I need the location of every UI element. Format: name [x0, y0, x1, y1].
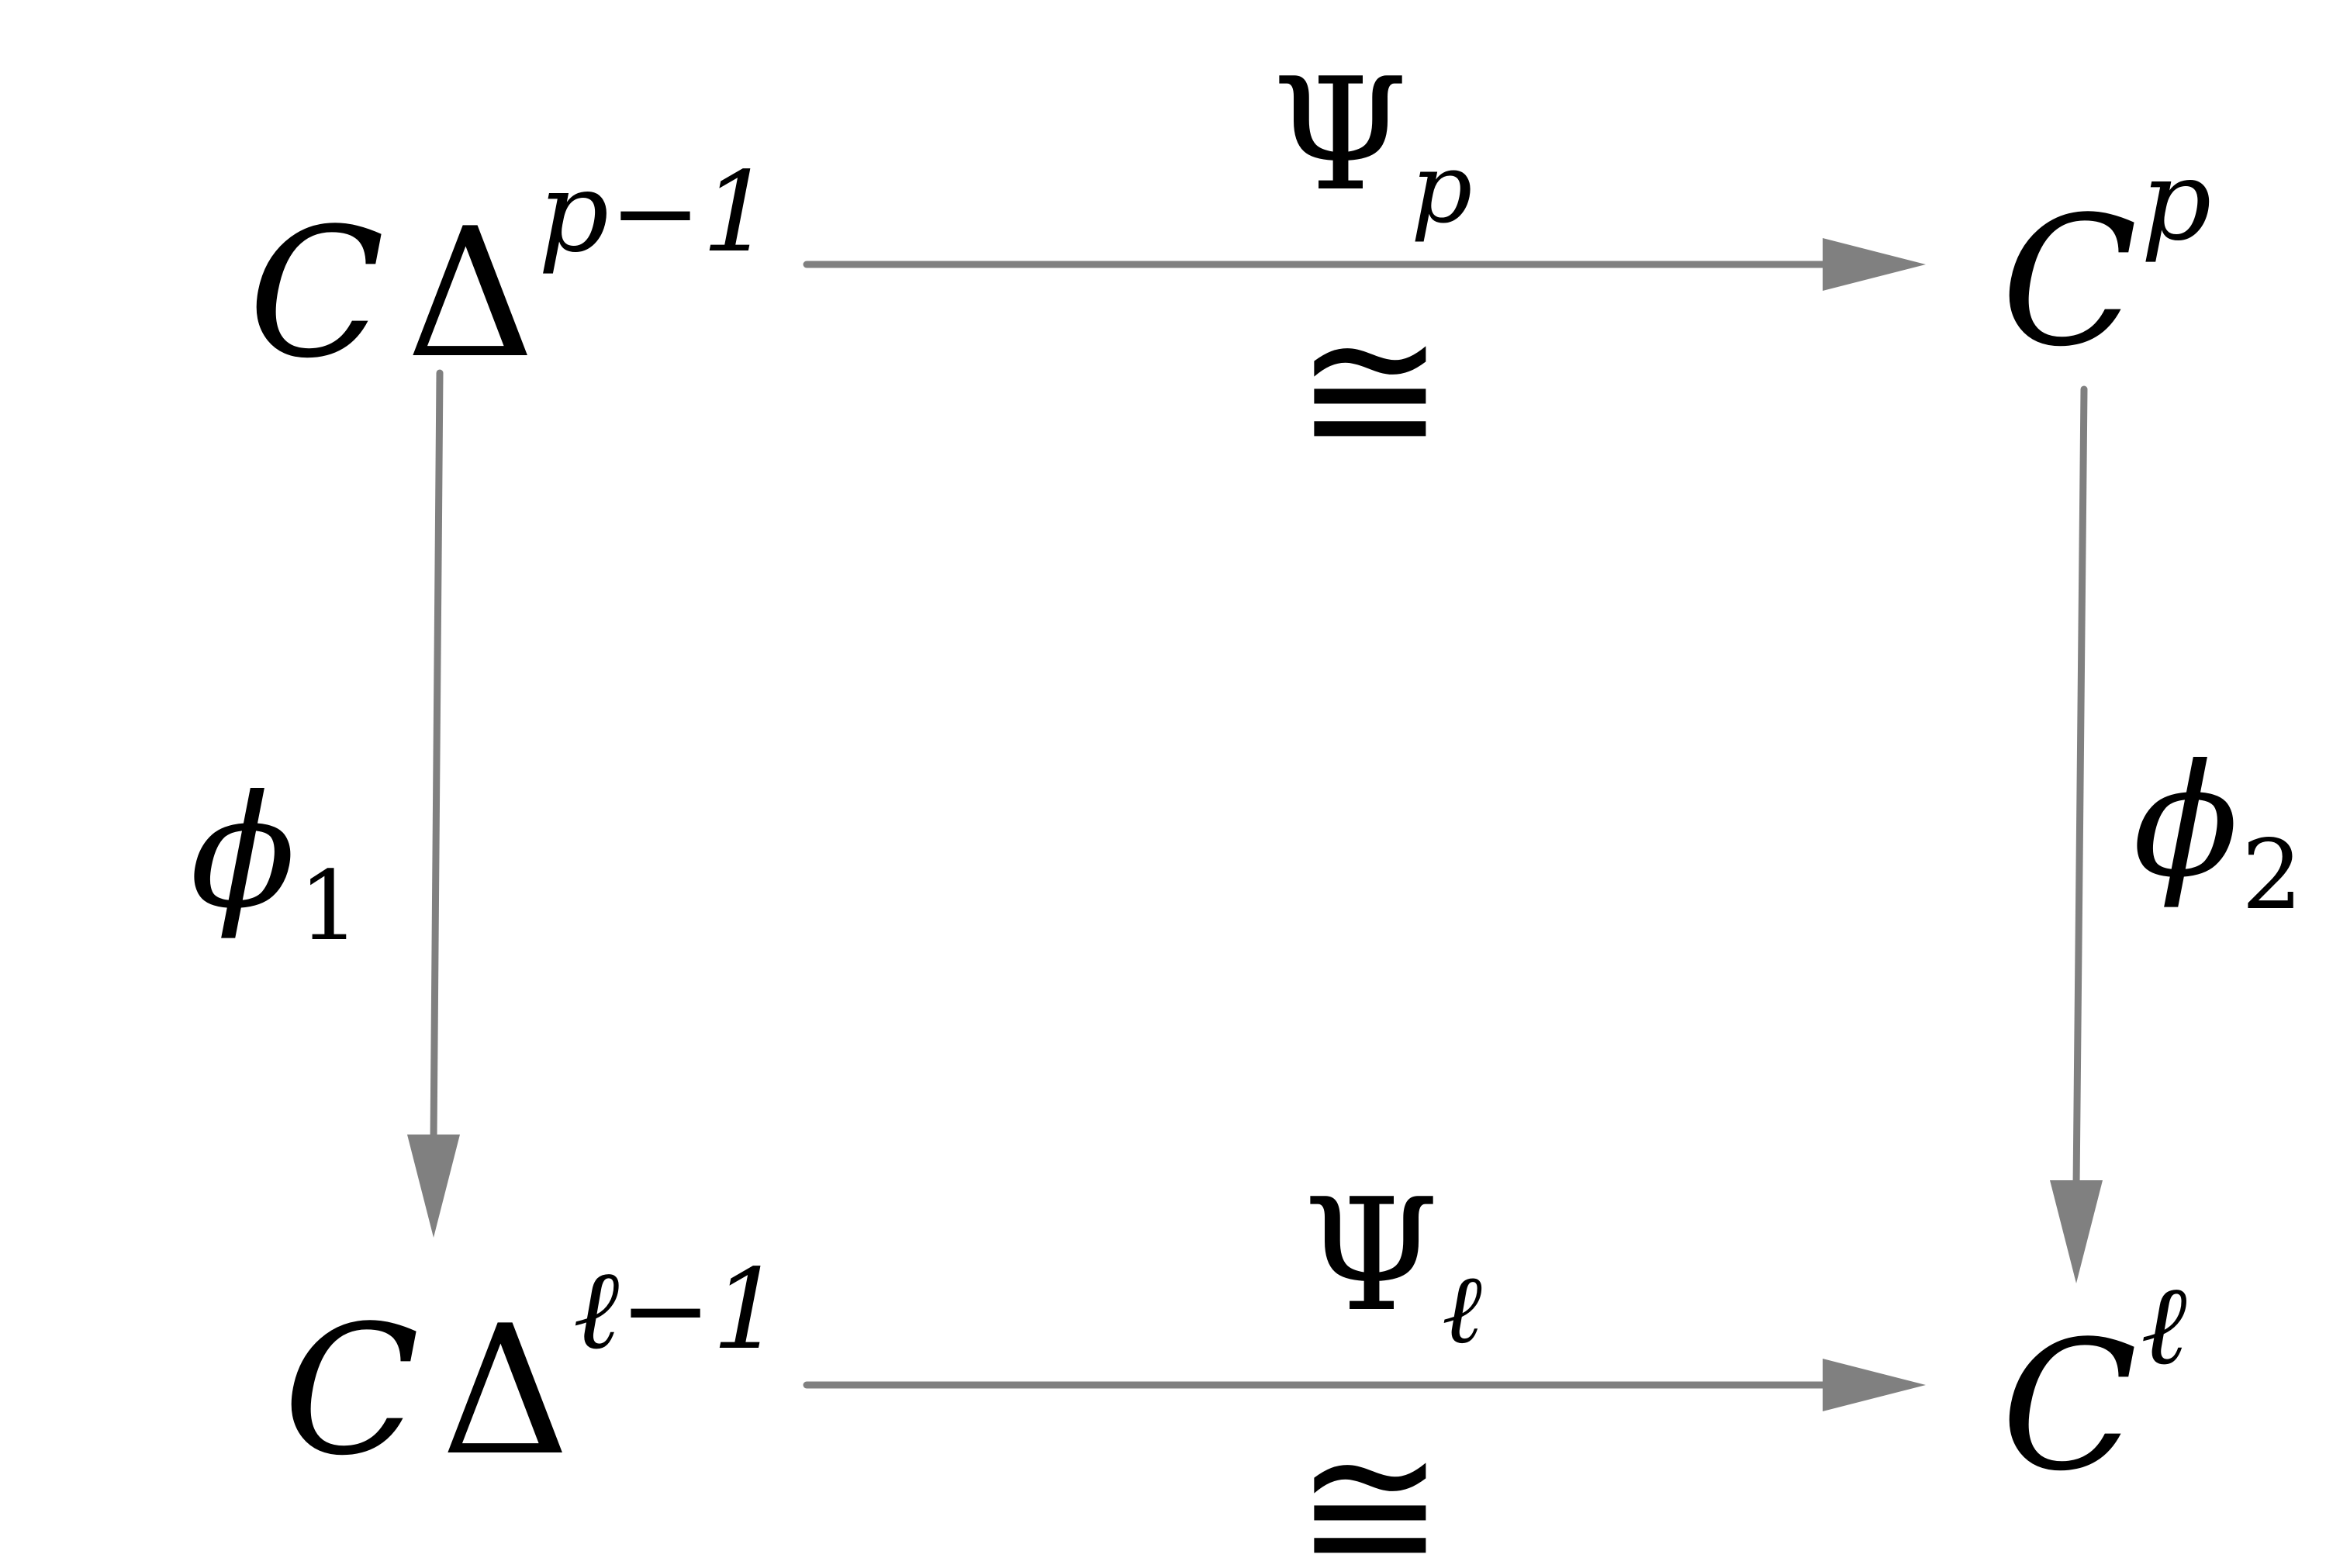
label-subscript: ℓ	[1442, 1254, 1482, 1366]
iso-symbol-bottom: ≅	[1295, 1404, 1445, 1568]
label-subscript: 2	[2241, 820, 2303, 932]
psi-symbol: Ψ	[1303, 1166, 1439, 1346]
label-subscript: p	[1411, 133, 1473, 246]
arrow-bottom-head	[1823, 1359, 1926, 1411]
node-superscript: ℓ−1	[572, 1245, 783, 1374]
label-phi-1: ϕ1	[190, 775, 360, 955]
node-base: C	[248, 191, 385, 398]
node-base: C	[283, 1288, 420, 1495]
node-bottom-right: Cℓ	[2001, 1269, 2187, 1497]
phi-symbol: ϕ	[190, 762, 296, 943]
label-psi-ell: Ψℓ	[1303, 1179, 1482, 1359]
phi-symbol: ϕ	[2133, 731, 2239, 912]
delta-symbol: Δ	[441, 1288, 570, 1495]
arrow-left-shaft	[430, 369, 444, 1144]
node-top-right: Cp	[2001, 145, 2212, 372]
psi-symbol: Ψ	[1272, 45, 1408, 226]
node-superscript: ℓ	[2141, 1260, 2187, 1390]
arrow-right-shaft	[2072, 385, 2088, 1190]
arrow-right-head	[2050, 1180, 2103, 1283]
label-psi-p: Ψp	[1272, 58, 1473, 238]
label-phi-2: ϕ2	[2133, 744, 2303, 924]
node-superscript: p−1	[537, 147, 772, 277]
node-base: C	[2001, 179, 2138, 386]
iso-symbol-top: ≅	[1295, 288, 1445, 495]
label-subscript: 1	[299, 851, 360, 963]
node-superscript: p	[2141, 136, 2212, 265]
node-base: C	[2001, 1304, 2138, 1511]
delta-symbol: Δ	[406, 191, 535, 398]
arrow-top-head	[1823, 238, 1926, 291]
arrow-left-head	[407, 1135, 460, 1238]
